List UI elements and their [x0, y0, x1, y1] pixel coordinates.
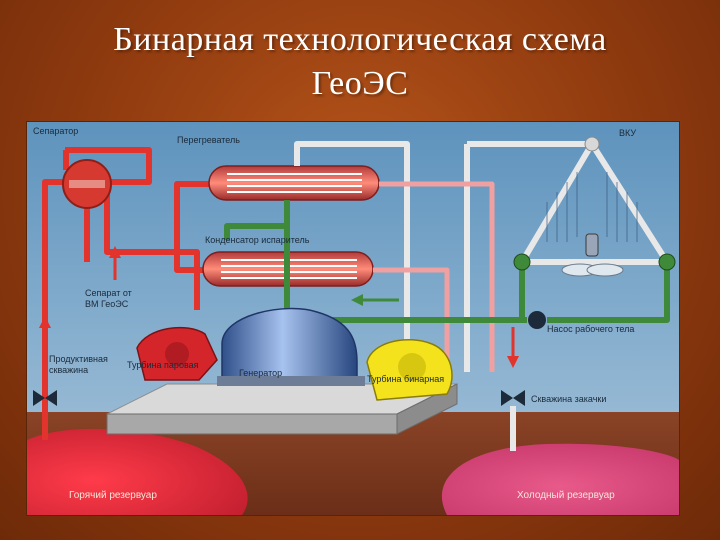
pink-pipes: [373, 181, 495, 382]
label-separator-from-2: ВМ ГеоЭС: [85, 299, 129, 309]
label-pump: Насос рабочего тела: [547, 324, 634, 334]
label-separator: Сепаратор: [33, 126, 78, 136]
slide-title: Бинарная технологическая схема ГеоЭС: [0, 18, 720, 106]
injection-well-valve: [501, 390, 525, 451]
label-production-well-2: скважина: [49, 365, 88, 375]
label-separator-from: Сепарат от: [85, 288, 132, 298]
superheater-drum: [208, 165, 380, 201]
vku-cooling-unit: [513, 136, 676, 277]
scheme-diagram: Сепаратор Перегреватель ВКУ Конденсатор …: [27, 122, 679, 515]
label-hot-reservoir: Горячий резервуар: [69, 490, 157, 501]
cold-pipes: [294, 141, 592, 372]
cold-reservoir-shape: [441, 443, 679, 515]
working-fluid-pump: [528, 311, 546, 329]
steam-turbine: [136, 326, 218, 381]
generator: [217, 307, 365, 386]
flow-arrows: [39, 246, 519, 368]
binary-turbine: [366, 338, 453, 401]
title-line-1: Бинарная технологическая схема: [113, 21, 607, 58]
production-well-valve: [33, 390, 57, 440]
label-superheater: Перегреватель: [177, 135, 240, 145]
title-line-2: ГеоЭС: [311, 65, 409, 102]
label-binary-turbine: Турбина бинарная: [367, 374, 444, 384]
label-generator: Генератор: [239, 368, 282, 378]
label-injection-well: Скважина закачки: [531, 394, 606, 404]
hot-reservoir-shape: [27, 428, 248, 515]
label-production-well: Продуктивная: [49, 354, 108, 364]
separator-vessel: [62, 150, 112, 209]
equipment-platform: [106, 383, 458, 435]
label-vku: ВКУ: [619, 128, 636, 138]
label-condenser-evaporator: Конденсатор испаритель: [205, 235, 310, 245]
hot-pipes: [42, 147, 222, 440]
label-steam-turbine: Турбина паровая: [127, 360, 199, 370]
label-cold-reservoir: Холодный резервуар: [517, 490, 615, 501]
geothermal-scheme-figure: Сепаратор Перегреватель ВКУ Конденсатор …: [26, 121, 680, 516]
